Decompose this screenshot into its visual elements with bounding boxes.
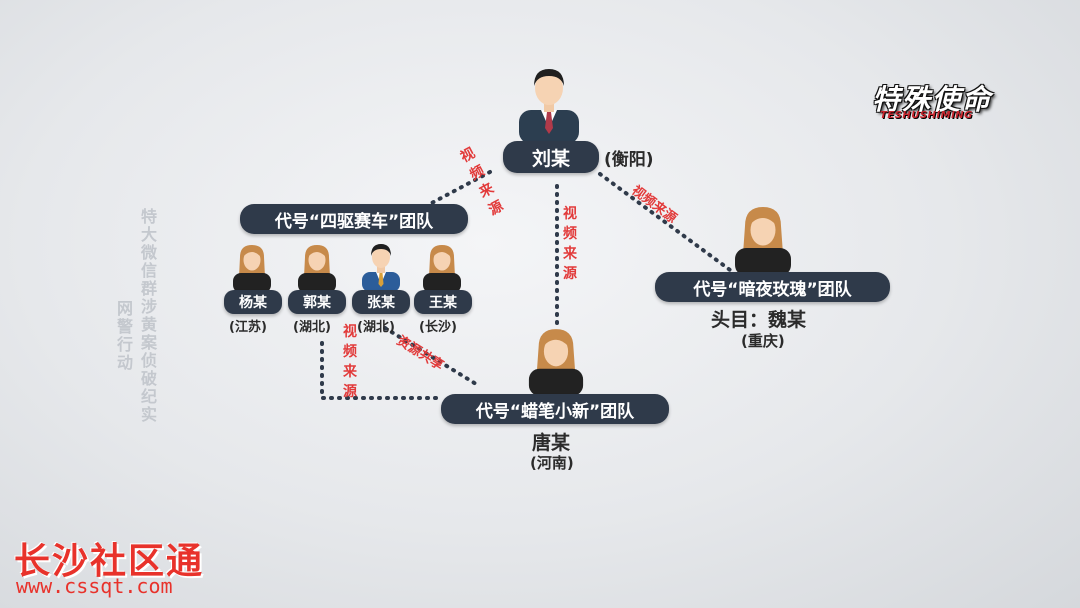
side-title-col1: 特大微信群涉黄案侦破纪实 bbox=[140, 207, 157, 424]
edge-zhang-bottom bbox=[383, 326, 478, 386]
team-right-leader: 头目：魏某 bbox=[711, 309, 807, 331]
edge-top-right bbox=[598, 172, 732, 272]
member-zhang-location: (湖北) bbox=[357, 320, 395, 335]
member-yang-location: (江苏) bbox=[229, 320, 267, 335]
avatar-liu bbox=[519, 69, 579, 144]
member-guo-location: (湖北) bbox=[293, 320, 331, 335]
side-title-col2: 网警行动 bbox=[116, 299, 133, 372]
show-logo: 特殊使命 TESHUSHIMING bbox=[872, 78, 1012, 128]
team-bottom-location: (河南) bbox=[530, 454, 574, 472]
avatar-wang bbox=[423, 245, 461, 293]
watermark-url: www.cssqt.com bbox=[16, 574, 173, 598]
team-bottom-label: 代号“蜡笔小新”团队 bbox=[441, 394, 669, 424]
member-yang: 杨某 bbox=[224, 290, 282, 314]
edge-top-left bbox=[426, 170, 492, 207]
member-wang-location: (长沙) bbox=[419, 320, 457, 335]
team-bottom-leader: 唐某 bbox=[532, 432, 571, 454]
team-right-label: 代号“暗夜玫瑰”团队 bbox=[655, 272, 890, 302]
avatar-yang bbox=[233, 245, 271, 293]
member-zhang: 张某 bbox=[352, 290, 410, 314]
logo-subtitle: TESHUSHIMING bbox=[880, 110, 973, 121]
avatar-guo bbox=[298, 245, 336, 293]
member-guo: 郭某 bbox=[288, 290, 346, 314]
avatar-wei bbox=[735, 207, 791, 276]
team-left-label: 代号“四驱赛车”团队 bbox=[240, 204, 468, 234]
team-right-location: (重庆) bbox=[741, 332, 785, 350]
edge-label-left-bottom: 视频来源 bbox=[343, 324, 357, 400]
watermark-name: 长沙社区通 bbox=[14, 541, 205, 582]
member-wang: 王某 bbox=[414, 290, 472, 314]
node-liu: 刘某 bbox=[503, 141, 599, 173]
edge-left-bottom bbox=[320, 341, 442, 400]
logo-title: 特殊使命 bbox=[872, 83, 993, 116]
avatar-tang bbox=[528, 329, 584, 396]
node-liu-location: (衡阳) bbox=[604, 150, 654, 170]
edge-label-top-mid: 视频来源 bbox=[563, 206, 577, 282]
avatar-zhang bbox=[362, 244, 400, 292]
